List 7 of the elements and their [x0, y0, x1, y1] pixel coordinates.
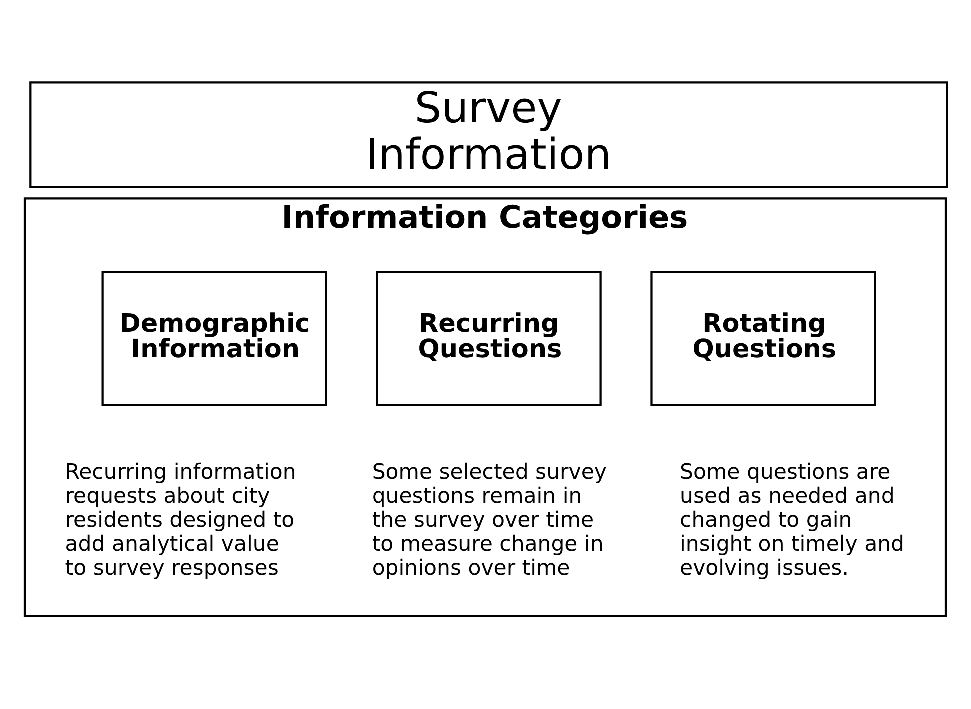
node-label: Recurring information requests about city residents designed to add analytical value to survey responses	[65, 459, 296, 580]
node-label: Some questions are used as needed and changed to gain insight on timely and evolving issues.	[680, 459, 905, 580]
node-box: Demographic Information	[102, 270, 328, 406]
node-box: Recurring Questions	[376, 270, 602, 406]
node-box: Survey Information	[30, 81, 948, 188]
node-box: Rotating Questions	[650, 270, 876, 406]
node-label: Some selected survey questions remain in the survey over time to measure change in opinions over time	[372, 459, 607, 580]
